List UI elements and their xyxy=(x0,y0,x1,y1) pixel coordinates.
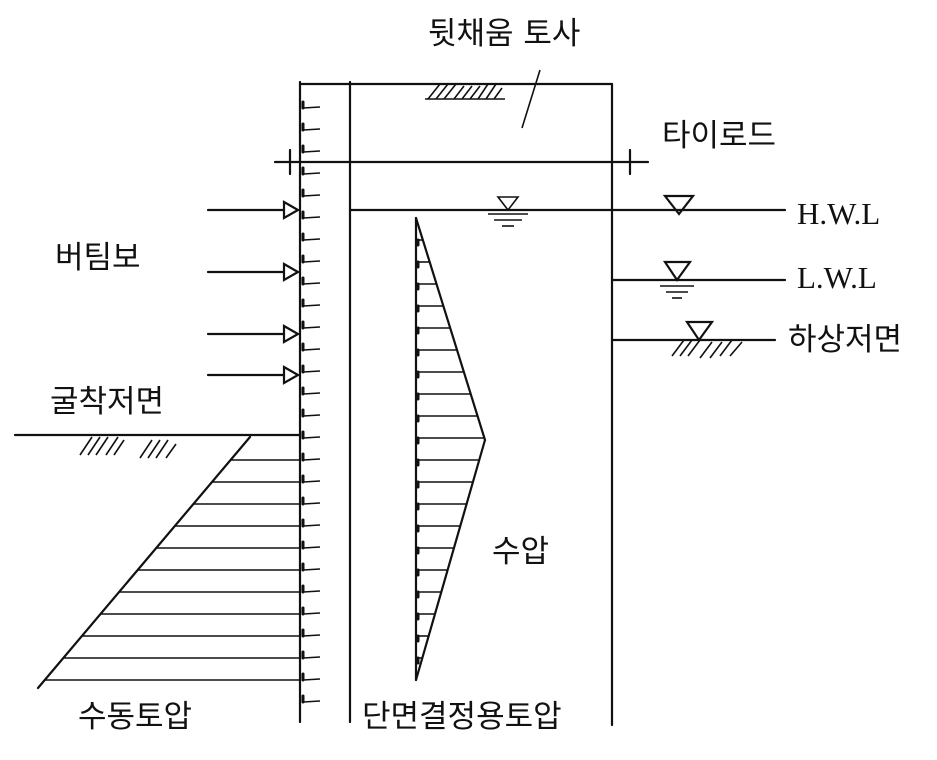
backfill-box xyxy=(348,82,614,727)
passive-pressure-diagram xyxy=(36,435,300,690)
wall-tick-line xyxy=(302,700,321,703)
tie-rod xyxy=(273,148,650,176)
label-riverbed: 하상저면 xyxy=(788,322,902,358)
wall-tick-line xyxy=(302,546,321,549)
wall-tick-line xyxy=(302,238,321,241)
wall-tick-line xyxy=(302,194,321,197)
wall-tick-line xyxy=(302,326,321,329)
riverbed-line xyxy=(610,320,777,359)
wall-tick-line xyxy=(302,656,321,659)
wall-tick-line xyxy=(302,436,321,439)
lwl-line xyxy=(610,260,787,299)
wall-tick-line xyxy=(302,106,321,109)
water-pressure-diagram xyxy=(414,216,487,682)
strut-arrow-head xyxy=(282,200,301,220)
strut-arrow-head xyxy=(282,324,301,344)
strut-arrows xyxy=(206,200,301,385)
backfill-leader xyxy=(521,69,541,129)
wall-tick-line xyxy=(302,282,321,285)
wall-tick-line xyxy=(302,128,321,131)
wall-tick-line xyxy=(302,634,321,637)
wall-tick-line xyxy=(302,502,321,505)
label-lwl: L.W.L xyxy=(797,260,877,295)
label-backfill: 뒷채움 토사 xyxy=(428,16,580,52)
backfill-soil-hatch xyxy=(425,83,505,100)
label-passive-pressure: 수동토압 xyxy=(78,699,192,735)
label-excavation: 굴착저면 xyxy=(50,384,164,420)
wall-pressure-ticks xyxy=(301,100,321,704)
wall-tick-line xyxy=(302,304,321,307)
wall-tick-line xyxy=(302,678,321,681)
wall-tick-line xyxy=(302,370,321,373)
wall-tick-line xyxy=(302,480,321,483)
label-design-pressure: 단면결정용토압 xyxy=(362,699,562,735)
sheet-pile-wall xyxy=(298,80,352,724)
wall-tick-line xyxy=(302,458,321,461)
wall-tick-line xyxy=(302,260,321,263)
wall-tick-line xyxy=(302,392,321,395)
wall-tick-line xyxy=(302,612,321,615)
label-water-pressure: 수압 xyxy=(492,534,549,570)
strut-arrow-head xyxy=(282,262,301,282)
wall-tick-line xyxy=(302,172,321,175)
wall-tick-line xyxy=(302,524,321,527)
wall-tick-line xyxy=(302,216,321,219)
strut-arrow-head xyxy=(282,365,301,385)
label-tierod: 타이로드 xyxy=(662,118,776,154)
wall-tick-line xyxy=(302,150,321,153)
excavation-line xyxy=(13,433,302,459)
wall-tick-line xyxy=(302,568,321,571)
label-strut: 버팀보 xyxy=(55,240,141,276)
wall-tick-line xyxy=(302,590,321,593)
wall-tick-line xyxy=(302,414,321,417)
wall-tick-line xyxy=(302,348,321,351)
label-hwl: H.W.L xyxy=(797,196,880,231)
hwl-line xyxy=(348,194,787,227)
